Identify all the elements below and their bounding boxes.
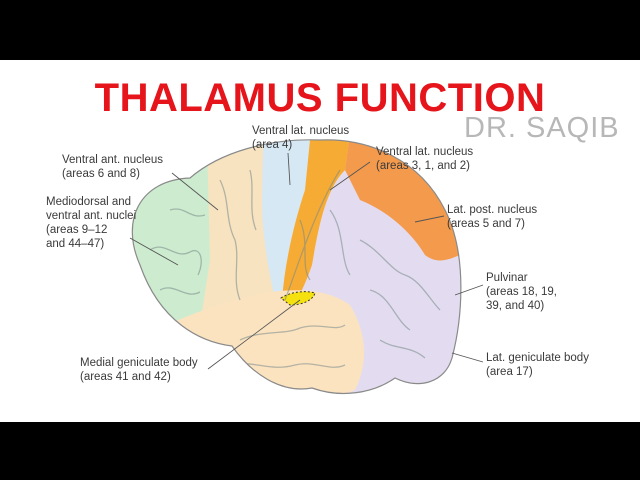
- label-line: (areas 9–12: [46, 224, 108, 236]
- leader-va68: [171, 172, 219, 211]
- leader-pulvinar: [454, 284, 484, 296]
- label-line: Ventral lat. nucleus: [376, 146, 474, 158]
- label-line: (areas 5 and 7): [447, 218, 525, 230]
- label-ventral-lat-area4: Ventral lat. nucleus (area 4): [252, 124, 349, 152]
- label-line: Lat. geniculate body: [486, 352, 589, 364]
- label-line: (areas 6 and 8): [62, 168, 140, 180]
- label-line: (areas 41 and 42): [80, 371, 171, 383]
- leader-lgb: [451, 352, 484, 363]
- label-line: (area 4): [252, 139, 293, 151]
- leader-mgb: [207, 299, 301, 370]
- leader-vl312: [329, 161, 371, 191]
- label-line: Medial geniculate body: [80, 357, 198, 369]
- region-somatosensory: [282, 139, 360, 310]
- region-medial-geniculate: [280, 291, 316, 306]
- label-line: Ventral ant. nucleus: [62, 154, 164, 166]
- label-medial-geniculate-body: Medial geniculate body (areas 41 and 42): [80, 356, 198, 384]
- label-line: Mediodorsal and: [46, 196, 132, 208]
- label-line: Pulvinar: [486, 272, 528, 284]
- label-ventral-ant-nucleus: Ventral ant. nucleus (areas 6 and 8): [62, 153, 163, 181]
- label-line: (areas 3, 1, and 2): [376, 160, 470, 172]
- label-line: Ventral lat. nucleus: [252, 125, 350, 137]
- label-mediodorsal: Mediodorsal and ventral ant. nuclei (are…: [46, 195, 136, 251]
- author-watermark: DR. SAQIB: [464, 112, 620, 144]
- leader-vl4: [287, 152, 291, 186]
- page-title: THALAMUS FUNCTION: [94, 76, 546, 120]
- label-lat-post-nucleus: Lat. post. nucleus (areas 5 and 7): [447, 203, 537, 231]
- label-line: (areas 18, 19,: [486, 286, 557, 298]
- label-line: 39, and 40): [486, 300, 545, 312]
- leader-lp: [414, 215, 445, 223]
- label-line: and 44–47): [46, 238, 105, 250]
- label-line: Lat. post. nucleus: [447, 204, 538, 216]
- label-lat-geniculate-body: Lat. geniculate body (area 17): [486, 351, 589, 379]
- label-line: (area 17): [486, 366, 533, 378]
- label-ventral-lat-areas312: Ventral lat. nucleus (areas 3, 1, and 2): [376, 145, 473, 173]
- leader-md: [129, 237, 179, 266]
- gyri-folds: [149, 169, 441, 368]
- leader-lines: [129, 152, 484, 370]
- brain-outline: [131, 139, 462, 395]
- diagram-canvas: Ventral lat. nucleus (area 4) Ventral la…: [0, 60, 640, 422]
- label-pulvinar: Pulvinar (areas 18, 19, 39, and 40): [486, 271, 557, 313]
- label-line: ventral ant. nuclei: [46, 210, 137, 222]
- brain-illustration: [129, 139, 484, 395]
